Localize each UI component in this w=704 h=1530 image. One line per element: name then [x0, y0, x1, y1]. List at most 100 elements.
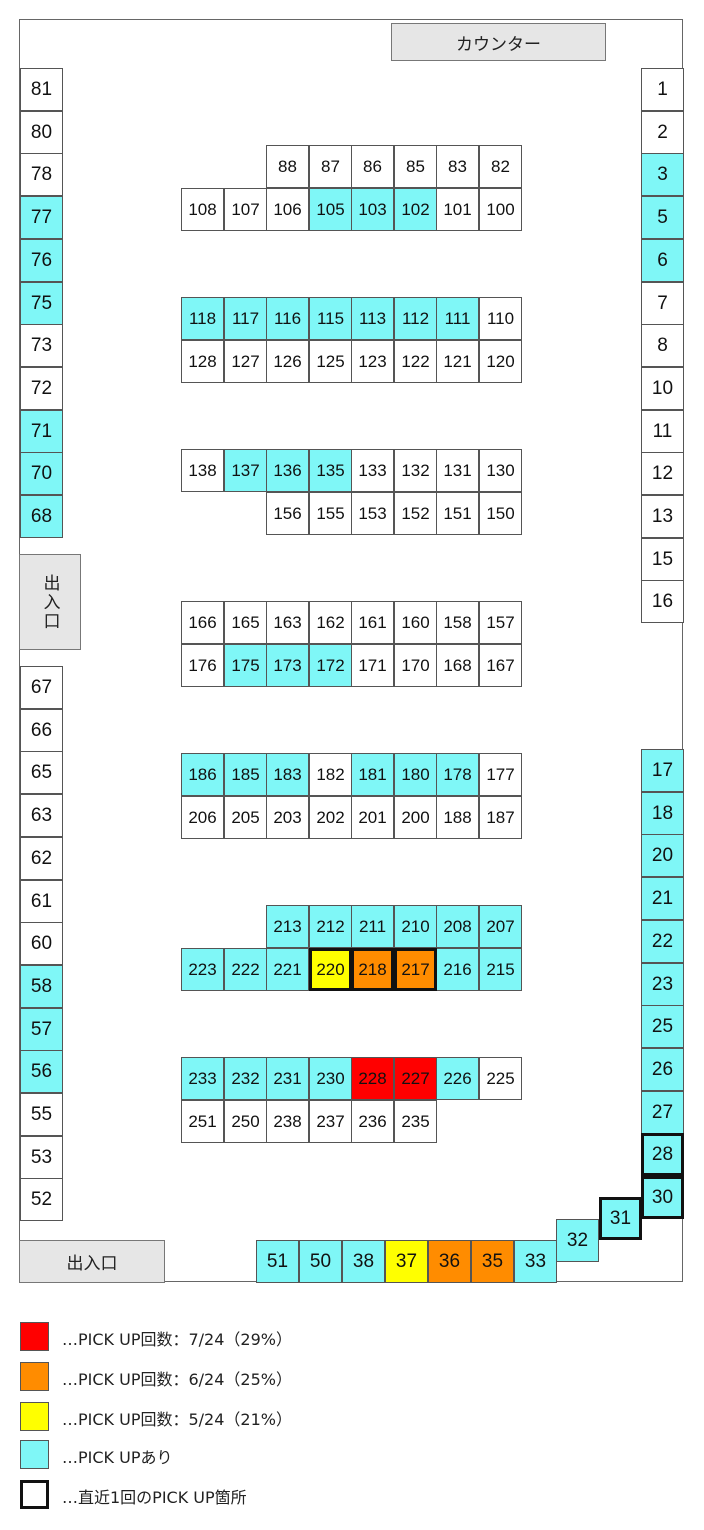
- machine-230: 230: [309, 1057, 352, 1100]
- machine-206: 206: [181, 796, 224, 839]
- machine-1: 1: [641, 68, 684, 111]
- legend-text: …PICK UPあり: [62, 1448, 173, 1467]
- machine-235: 235: [394, 1100, 437, 1143]
- machine-181: 181: [351, 753, 394, 796]
- machine-155: 155: [309, 492, 352, 535]
- machine-8: 8: [641, 324, 684, 367]
- machine-231: 231: [266, 1057, 309, 1100]
- machine-188: 188: [436, 796, 479, 839]
- machine-50: 50: [299, 1240, 342, 1283]
- machine-7: 7: [641, 282, 684, 325]
- machine-135: 135: [309, 449, 352, 492]
- machine-70: 70: [20, 452, 63, 495]
- machine-251: 251: [181, 1100, 224, 1143]
- machine-166: 166: [181, 601, 224, 644]
- machine-186: 186: [181, 753, 224, 796]
- machine-157: 157: [479, 601, 522, 644]
- machine-83: 83: [436, 145, 479, 188]
- machine-108: 108: [181, 188, 224, 231]
- machine-233: 233: [181, 1057, 224, 1100]
- machine-136: 136: [266, 449, 309, 492]
- machine-5: 5: [641, 196, 684, 239]
- machine-105: 105: [309, 188, 352, 231]
- machine-237: 237: [309, 1100, 352, 1143]
- machine-58: 58: [20, 965, 63, 1008]
- machine-208: 208: [436, 905, 479, 948]
- machine-107: 107: [224, 188, 267, 231]
- machine-117: 117: [224, 297, 267, 340]
- machine-101: 101: [436, 188, 479, 231]
- machine-103: 103: [351, 188, 394, 231]
- machine-22: 22: [641, 920, 684, 963]
- machine-82: 82: [479, 145, 522, 188]
- machine-163: 163: [266, 601, 309, 644]
- machine-81: 81: [20, 68, 63, 111]
- machine-78: 78: [20, 153, 63, 196]
- machine-217: 217: [394, 948, 437, 991]
- legend-swatch-y: [20, 1402, 49, 1431]
- machine-211: 211: [351, 905, 394, 948]
- machine-61: 61: [20, 880, 63, 923]
- machine-177: 177: [479, 753, 522, 796]
- machine-221: 221: [266, 948, 309, 991]
- legend-swatch-recent: [20, 1480, 49, 1509]
- machine-86: 86: [351, 145, 394, 188]
- machine-207: 207: [479, 905, 522, 948]
- machine-52: 52: [20, 1178, 63, 1221]
- machine-112: 112: [394, 297, 437, 340]
- machine-182: 182: [309, 753, 352, 796]
- machine-170: 170: [394, 644, 437, 687]
- machine-67: 67: [20, 666, 63, 709]
- machine-51: 51: [256, 1240, 299, 1283]
- machine-212: 212: [309, 905, 352, 948]
- legend-text: …PICK UP回数：5/24（21%）: [62, 1410, 292, 1429]
- bottom-entrance-label: 出入口: [19, 1240, 165, 1283]
- legend-swatch-r: [20, 1322, 49, 1351]
- machine-85: 85: [394, 145, 437, 188]
- machine-75: 75: [20, 282, 63, 325]
- machine-183: 183: [266, 753, 309, 796]
- machine-62: 62: [20, 837, 63, 880]
- machine-6: 6: [641, 239, 684, 282]
- machine-131: 131: [436, 449, 479, 492]
- machine-76: 76: [20, 239, 63, 282]
- machine-203: 203: [266, 796, 309, 839]
- machine-106: 106: [266, 188, 309, 231]
- machine-158: 158: [436, 601, 479, 644]
- machine-77: 77: [20, 196, 63, 239]
- machine-185: 185: [224, 753, 267, 796]
- machine-72: 72: [20, 367, 63, 410]
- machine-215: 215: [479, 948, 522, 991]
- machine-17: 17: [641, 749, 684, 792]
- machine-28: 28: [641, 1133, 684, 1176]
- machine-152: 152: [394, 492, 437, 535]
- machine-200: 200: [394, 796, 437, 839]
- machine-225: 225: [479, 1057, 522, 1100]
- legend-text: …PICK UP回数：7/24（29%）: [62, 1330, 292, 1349]
- machine-162: 162: [309, 601, 352, 644]
- machine-3: 3: [641, 153, 684, 196]
- machine-31: 31: [599, 1197, 642, 1240]
- machine-68: 68: [20, 495, 63, 538]
- machine-21: 21: [641, 877, 684, 920]
- machine-160: 160: [394, 601, 437, 644]
- machine-222: 222: [224, 948, 267, 991]
- machine-216: 216: [436, 948, 479, 991]
- machine-122: 122: [394, 340, 437, 383]
- machine-88: 88: [266, 145, 309, 188]
- machine-137: 137: [224, 449, 267, 492]
- machine-232: 232: [224, 1057, 267, 1100]
- machine-130: 130: [479, 449, 522, 492]
- counter-label: カウンター: [391, 23, 606, 61]
- machine-132: 132: [394, 449, 437, 492]
- machine-202: 202: [309, 796, 352, 839]
- machine-12: 12: [641, 452, 684, 495]
- machine-176: 176: [181, 644, 224, 687]
- machine-133: 133: [351, 449, 394, 492]
- machine-65: 65: [20, 751, 63, 794]
- machine-213: 213: [266, 905, 309, 948]
- machine-111: 111: [436, 297, 479, 340]
- machine-167: 167: [479, 644, 522, 687]
- machine-187: 187: [479, 796, 522, 839]
- machine-102: 102: [394, 188, 437, 231]
